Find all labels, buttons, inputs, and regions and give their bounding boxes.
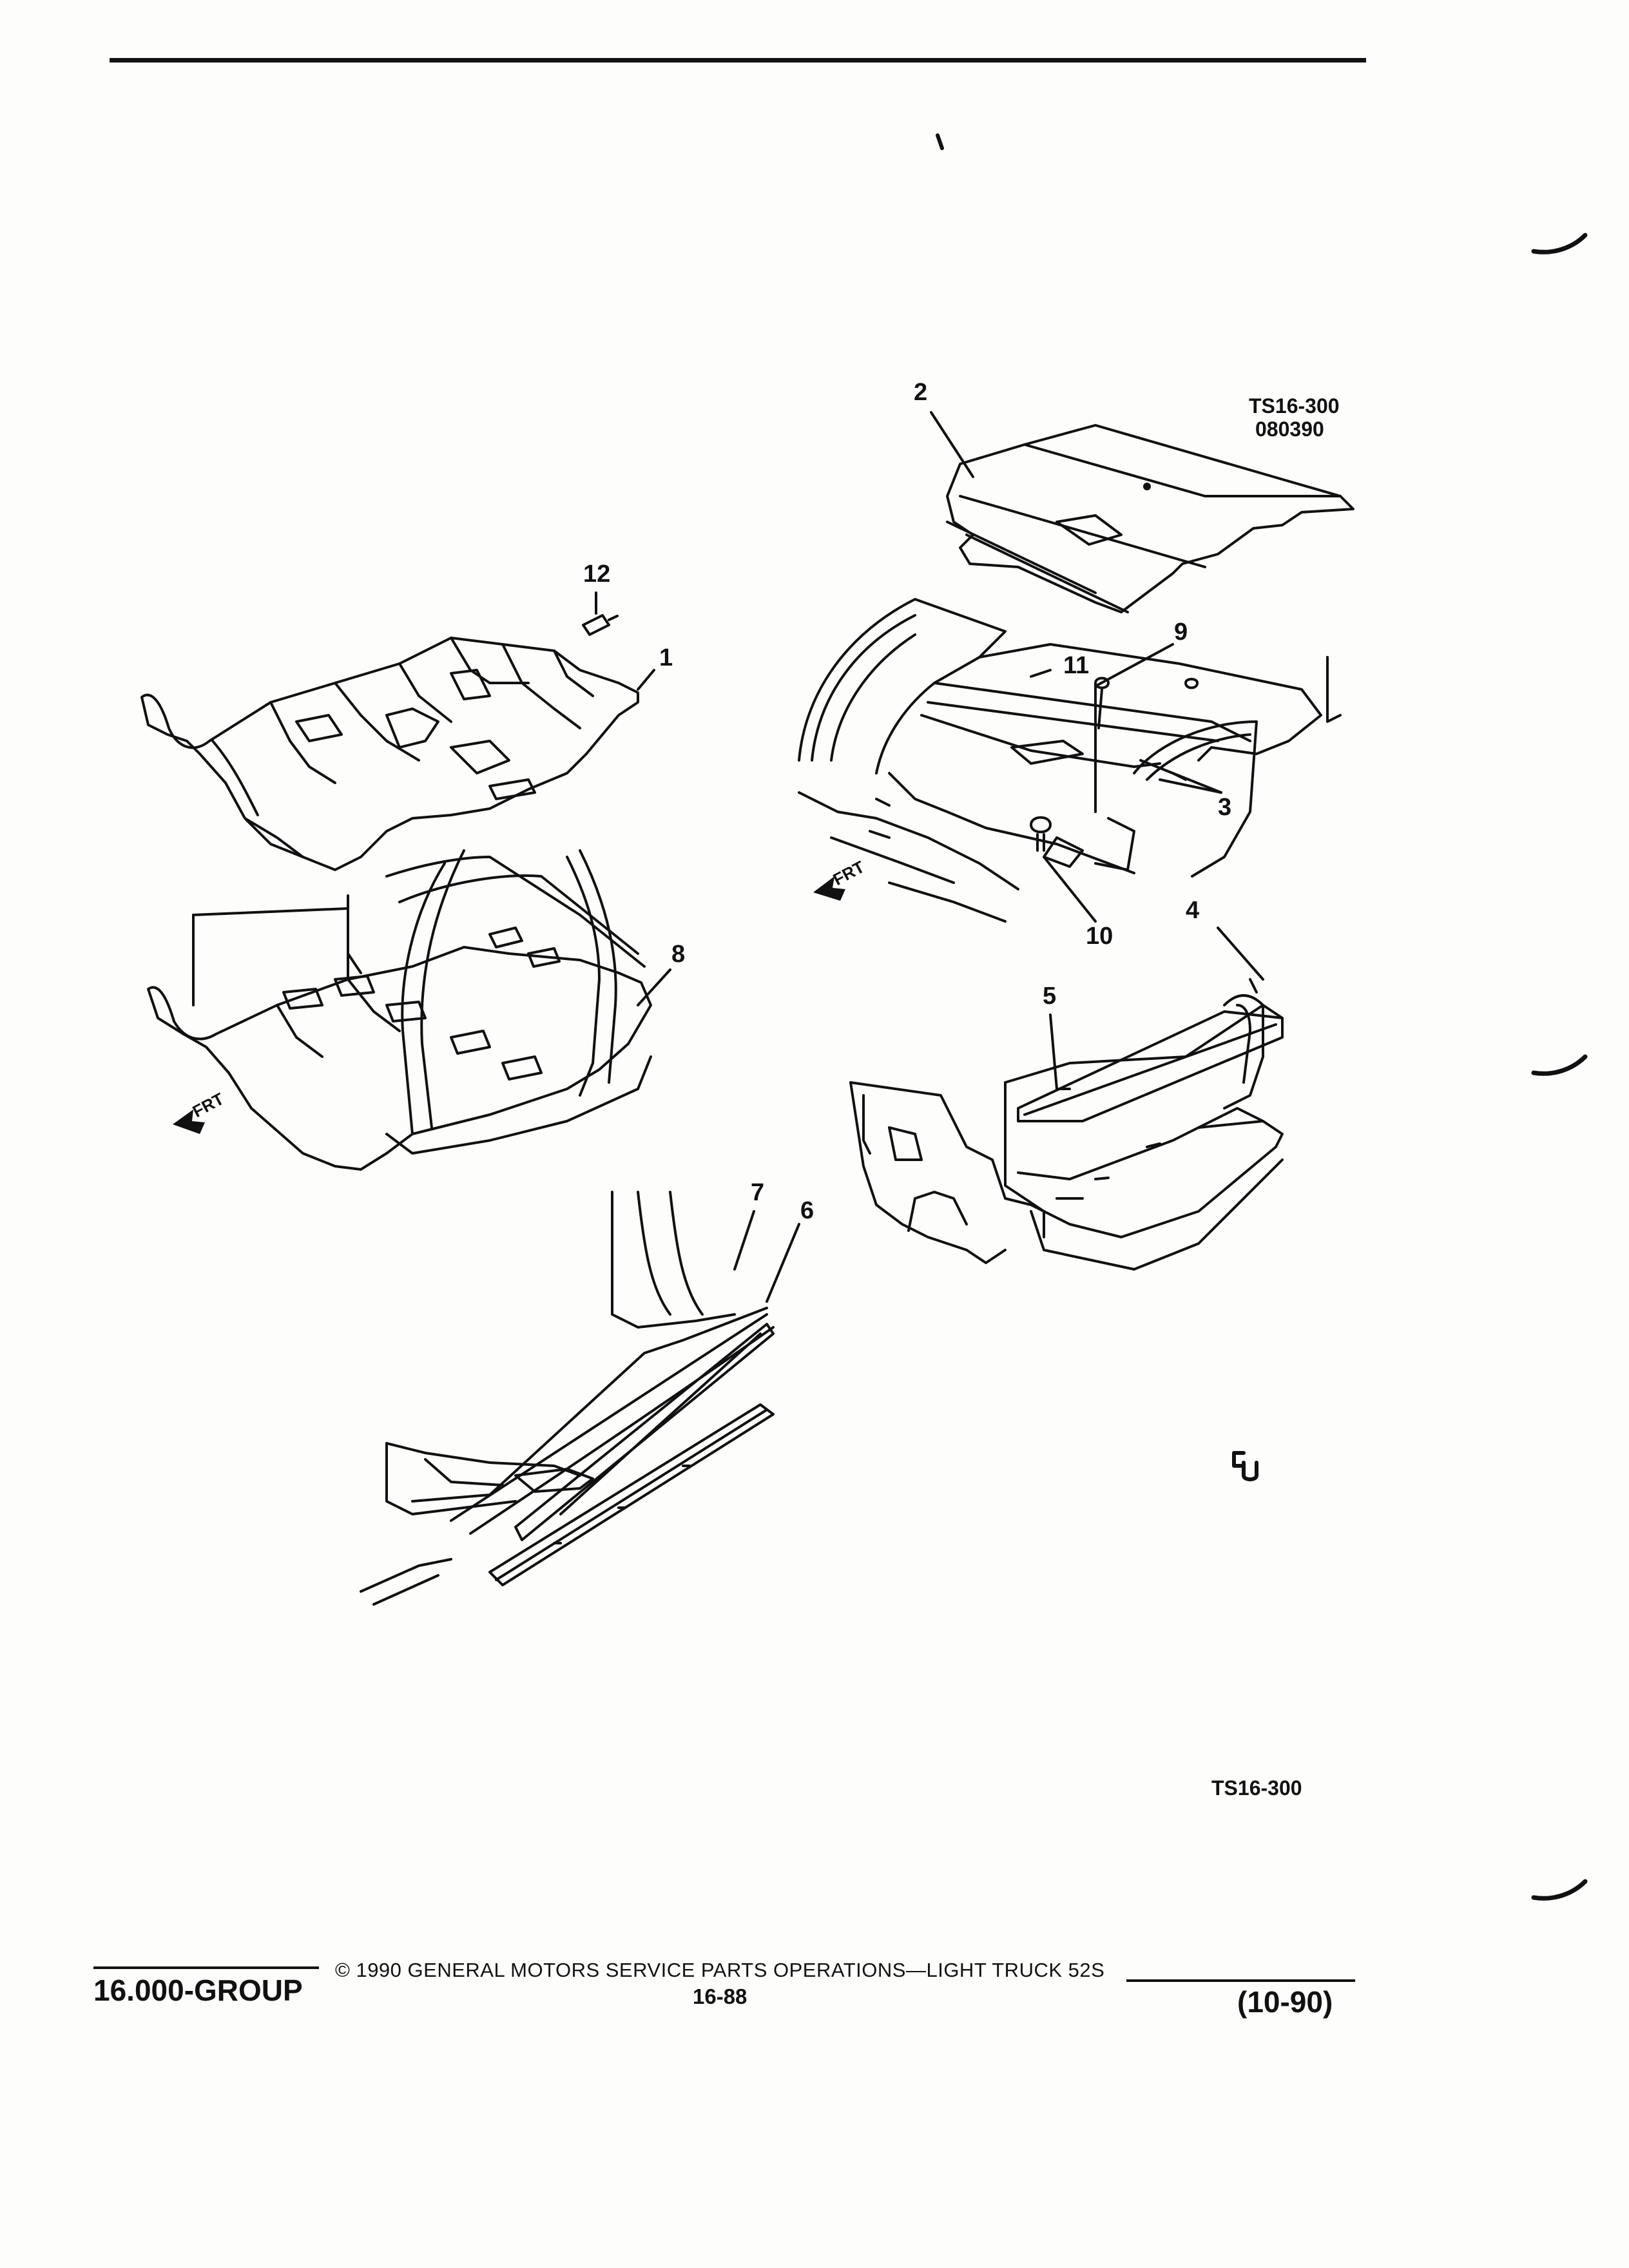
door-sill-assembly xyxy=(360,1191,775,1606)
callout-8: 8 xyxy=(671,941,686,968)
figure-ref-date: 080390 xyxy=(1255,418,1324,441)
callout-7: 7 xyxy=(751,1179,765,1206)
callout-10: 10 xyxy=(1086,923,1113,950)
figure-bottom-ref: TS16-300 xyxy=(1211,1776,1302,1800)
callout-9: 9 xyxy=(1174,619,1188,646)
rear-cargo-area xyxy=(798,598,1342,923)
footer-page-number: 16-88 xyxy=(693,1984,747,2008)
front-floor-carpet xyxy=(140,637,639,871)
page-marks xyxy=(936,133,1588,1901)
callout-6: 6 xyxy=(800,1197,815,1224)
callout-3: 3 xyxy=(1218,794,1232,821)
fastener-12 xyxy=(582,595,619,636)
callout-1: 1 xyxy=(659,644,673,671)
callout-4: 4 xyxy=(1186,897,1200,924)
callout-12: 12 xyxy=(583,561,611,588)
footer-rule-right xyxy=(1126,1979,1355,1982)
footer-group: 16.000-GROUP xyxy=(93,1974,303,2007)
header-rule xyxy=(110,58,1366,62)
callout-5: 5 xyxy=(1043,983,1057,1010)
callout-2: 2 xyxy=(914,379,928,406)
frt-arrows xyxy=(173,876,845,1134)
figure-ref-id: TS16-300 xyxy=(1249,394,1340,418)
footer-copyright: © 1990 GENERAL MOTORS SERVICE PARTS OPER… xyxy=(335,1959,1105,1981)
callout-leaders xyxy=(595,411,1264,1303)
load-floor-panel xyxy=(946,424,1354,613)
tailgate-assembly xyxy=(849,978,1284,1271)
floor-panel-assembly xyxy=(147,849,652,1171)
cu-logo xyxy=(1232,1451,1258,1481)
footer-revision: (10-90) xyxy=(1237,1985,1333,2019)
callout-11: 11 xyxy=(1063,652,1090,679)
footer-rule-left xyxy=(93,1966,319,1969)
